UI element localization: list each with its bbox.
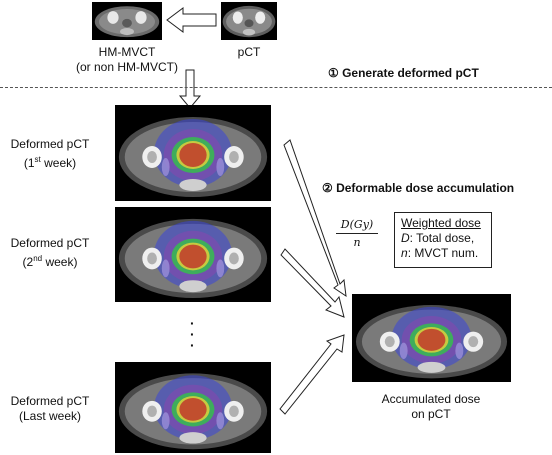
step1-title: ① Generate deformed pCT xyxy=(328,66,479,80)
deformed-ct-week1 xyxy=(115,105,271,201)
dose-fraction: D(Gy) n xyxy=(336,218,378,249)
weighted-dose-box: Weighted dose D: Total dose, n: MVCT num… xyxy=(394,212,492,268)
hm-mvct-label: HM-MVCT (or non HM-MVCT) xyxy=(75,45,178,74)
hm-mvct-image xyxy=(92,2,162,40)
arrow-down-to-deformed xyxy=(178,69,202,109)
divider xyxy=(0,87,552,88)
step2-title: ② Deformable dose accumulation xyxy=(322,181,515,195)
deformed-label-last: Deformed pCT (Last week) xyxy=(10,394,90,423)
arrow-pct-to-mvct xyxy=(166,7,217,33)
deformed-ct-last xyxy=(115,362,271,453)
accumulated-dose-ct xyxy=(352,294,511,382)
pct-image xyxy=(221,2,277,40)
deformed-label-week1: Deformed pCT (1st week) xyxy=(10,137,90,170)
pct-label: pCT xyxy=(237,45,261,59)
arrow-week2-to-accum xyxy=(280,248,345,318)
ellipsis-dots: ··· xyxy=(190,315,195,353)
weighted-dose-title: Weighted dose xyxy=(401,216,481,230)
deformed-label-week2: Deformed pCT (2nd week) xyxy=(10,236,90,269)
arrow-last-to-accum xyxy=(279,334,345,415)
accumulated-label: Accumulated dose on pCT xyxy=(381,392,481,421)
deformed-ct-week2 xyxy=(115,207,271,302)
